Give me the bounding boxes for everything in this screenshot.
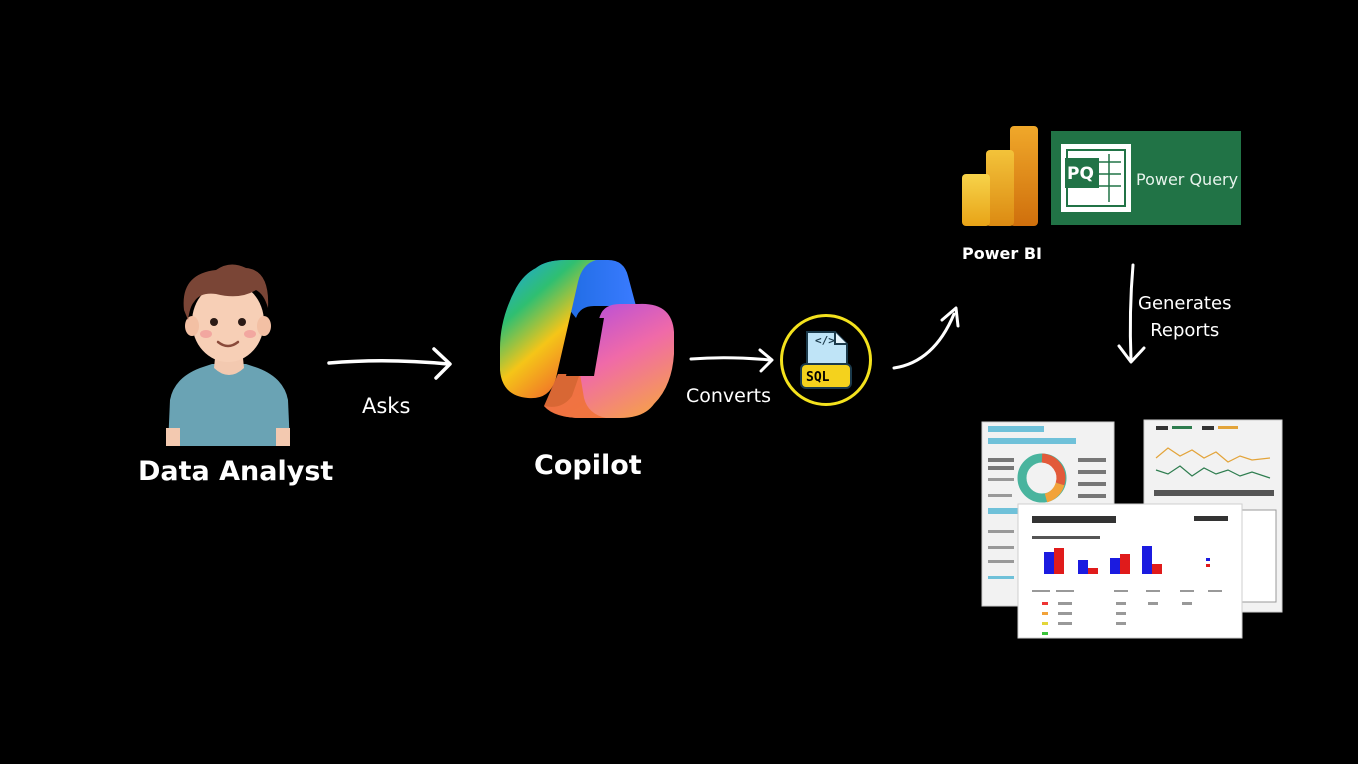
arrow-asks-icon — [327, 347, 452, 380]
copilot-label: Copilot — [534, 450, 642, 481]
edge-converts-label: Converts — [686, 385, 772, 407]
person-icon — [166, 264, 290, 446]
powerquery-sheet-icon — [1061, 144, 1131, 212]
sql-label: SQL — [806, 370, 830, 385]
data-analyst-label: Data Analyst — [138, 456, 334, 487]
powerbi-logo-icon — [962, 126, 1038, 226]
arrow-up-curve-icon — [892, 306, 960, 370]
powerquery-badge: PQ — [1067, 164, 1094, 184]
code-glyph: </> — [815, 334, 835, 347]
powerbi-label: Power BI — [962, 244, 1042, 263]
reports-illustration — [981, 419, 1283, 639]
edge-generates-line1: Generates — [1138, 293, 1232, 314]
edge-generates-line2: Reports — [1150, 320, 1220, 341]
report-front-thumbnail — [1017, 503, 1243, 639]
powerquery-label: Power Query — [1136, 170, 1239, 189]
edge-generates-label: Generates Reports — [1138, 290, 1231, 344]
sql-file-icon — [800, 331, 852, 389]
copilot-logo-icon — [500, 260, 674, 418]
arrow-down-icon — [1117, 263, 1146, 364]
edge-asks-label: Asks — [362, 394, 411, 418]
arrow-converts-icon — [689, 348, 774, 373]
